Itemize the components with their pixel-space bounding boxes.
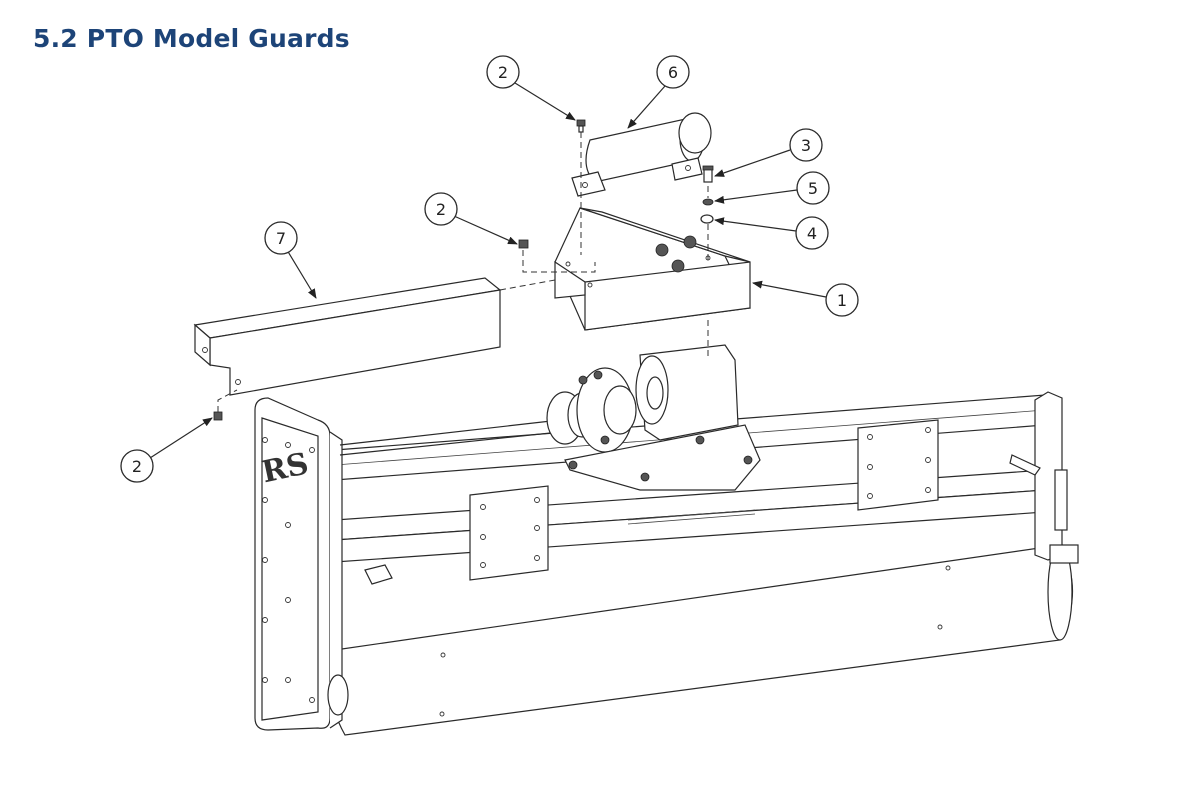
svg-text:7: 7 [276, 229, 286, 248]
hardware-fasteners [213, 119, 714, 421]
svg-text:1: 1 [837, 291, 847, 310]
svg-text:2: 2 [436, 200, 446, 219]
callout-5: 5 [714, 171, 830, 205]
callout-7: 7 [264, 221, 317, 299]
guard-part-1 [554, 207, 751, 331]
guard-part-7 [193, 277, 502, 396]
svg-text:3: 3 [801, 136, 811, 155]
callout-2-middle: 2 [424, 192, 518, 245]
callout-3: 3 [714, 128, 823, 177]
callout-2-bottom: 2 [120, 417, 213, 483]
guard-part-6 [571, 112, 712, 197]
callout-2-top: 2 [486, 55, 576, 121]
frame-plate-right [857, 419, 939, 511]
assembly-lines [217, 132, 709, 412]
section-title: 5.2 PTO Model Guards [33, 24, 350, 53]
frame-plate-left [469, 485, 549, 581]
svg-text:4: 4 [807, 224, 817, 243]
machine-body: RS [254, 344, 1079, 736]
svg-text:2: 2 [132, 457, 142, 476]
callout-6: 6 [627, 55, 690, 129]
callout-4: 4 [714, 216, 829, 250]
svg-text:2: 2 [498, 63, 508, 82]
svg-text:6: 6 [668, 63, 678, 82]
svg-text:5: 5 [808, 179, 818, 198]
callout-1: 1 [752, 280, 859, 317]
